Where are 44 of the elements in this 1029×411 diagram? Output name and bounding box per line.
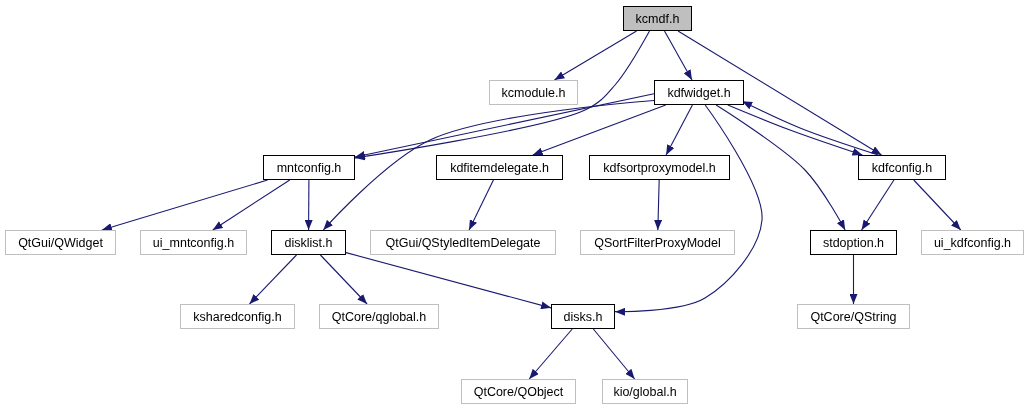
arrow: [663, 30, 693, 81]
header-file-box: QtCore/QString: [797, 304, 910, 329]
header-file-box: kio/global.h: [602, 379, 688, 404]
arrow: [528, 328, 573, 380]
arrow: [212, 179, 291, 231]
arrow: [553, 30, 638, 81]
arrow: [849, 254, 858, 305]
arrow: [322, 99, 655, 231]
arrow: [592, 328, 636, 380]
header-file-box: stdoption.h: [810, 230, 897, 255]
header-file-box: QtGui/QWidget: [5, 230, 116, 255]
arrow: [614, 104, 763, 316]
arrow: [665, 104, 693, 156]
arrow: [354, 93, 655, 159]
arrow: [101, 179, 269, 231]
arrow: [468, 179, 494, 231]
header-file-box: ui_mntconfig.h: [140, 230, 247, 255]
header-file-box: ksharedconfig.h: [180, 304, 295, 329]
arrow: [248, 254, 298, 305]
arrow: [354, 30, 651, 161]
arrow: [345, 252, 552, 310]
header-file-box: kdfitemdelegate.h: [436, 155, 563, 180]
arrow: [715, 104, 846, 231]
arrow: [304, 179, 313, 231]
arrow: [861, 179, 895, 231]
header-file-box: disks.h: [551, 304, 615, 329]
header-file-box: mntconfig.h: [263, 155, 355, 180]
arrow: [319, 254, 368, 305]
arrow: [913, 179, 962, 231]
header-file-box: QtCore/qglobal.h: [319, 304, 439, 329]
header-file-box: QSortFilterProxyModel: [580, 230, 735, 255]
arrow: [727, 104, 863, 156]
header-file-box: ui_kdfconfig.h: [921, 230, 1024, 255]
header-file-box: kcmodule.h: [489, 80, 578, 105]
header-file-box: disklist.h: [271, 230, 346, 255]
header-file-box: kcmdf.h: [623, 6, 692, 31]
header-file-box: kdfconfig.h: [858, 155, 946, 180]
header-file-box: kdfwidget.h: [654, 80, 744, 105]
arrow: [677, 30, 883, 156]
header-file-box: kdfsortproxymodel.h: [589, 155, 730, 180]
header-file-box: QtCore/QObject: [461, 379, 576, 404]
arrow: [532, 104, 667, 156]
arrow: [654, 179, 663, 231]
header-file-box: QtGui/QStyledItemDelegate: [370, 230, 556, 255]
